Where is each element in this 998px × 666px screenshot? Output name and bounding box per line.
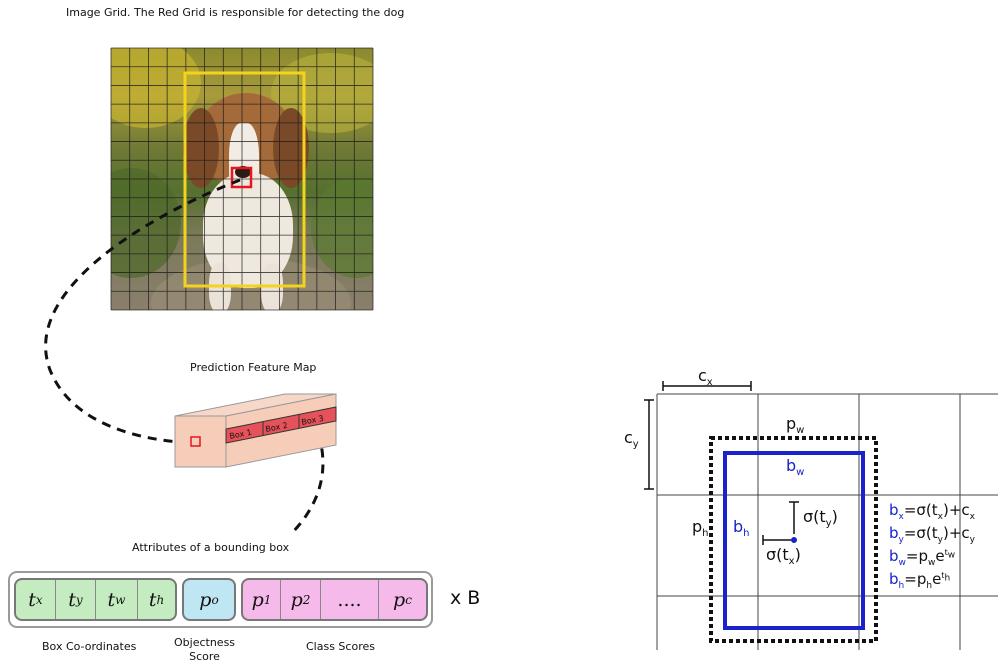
sigma-ty-marker	[789, 501, 799, 534]
feature-map-caption: Prediction Feature Map	[190, 361, 317, 374]
equation-bh: bh=pheth	[889, 570, 951, 591]
equation-bw: bw=pwetw	[889, 547, 956, 568]
cx-dimension	[662, 381, 752, 391]
equation-bx: bx=σ(tx)+cx	[889, 501, 975, 522]
connector-cell-to-feature-map	[44, 178, 241, 445]
cx-label: cx	[698, 366, 713, 389]
anchor-prior-box	[709, 436, 878, 643]
ph-label: ph	[692, 517, 709, 540]
feature-map-cell	[190, 436, 201, 447]
bh-label: bh	[733, 517, 750, 540]
bw-label: bw	[786, 456, 805, 479]
times-b-label: x B	[450, 587, 481, 609]
sigma-tx-label: σ(tx)	[766, 545, 801, 568]
sigma-tx-marker	[762, 535, 791, 545]
attributes-caption: Attributes of a bounding box	[132, 541, 290, 554]
responsible-grid-cell	[230, 166, 253, 189]
attr-ellipsis: ....	[321, 580, 379, 619]
cy-dimension	[644, 399, 654, 490]
objectness-score-label: Objectness Score	[174, 636, 236, 663]
box-coordinates-label: Box Co-ordinates	[42, 640, 137, 653]
figure-title: Image Grid. The Red Grid is responsible …	[66, 6, 405, 19]
box-center-dot	[791, 537, 797, 543]
prediction-feature-map: Box 1 Box 2 Box 3	[174, 393, 337, 468]
pw-label: pw	[786, 414, 805, 437]
object-bounding-box	[183, 71, 306, 288]
feature-box-2-label: Box 2	[265, 421, 289, 434]
equation-by: by=σ(ty)+cy	[889, 524, 975, 545]
sigma-ty-label: σ(ty)	[803, 507, 838, 530]
feature-box-3-label: Box 3	[301, 414, 325, 427]
predicted-box	[723, 451, 865, 630]
cy-label: cy	[624, 428, 639, 451]
feature-box-1-label: Box 1	[229, 428, 253, 441]
class-scores-label: Class Scores	[306, 640, 375, 653]
anchor-grid	[656, 393, 998, 650]
image-grid	[110, 47, 374, 311]
connector-feature-map-to-attributes	[288, 432, 325, 537]
